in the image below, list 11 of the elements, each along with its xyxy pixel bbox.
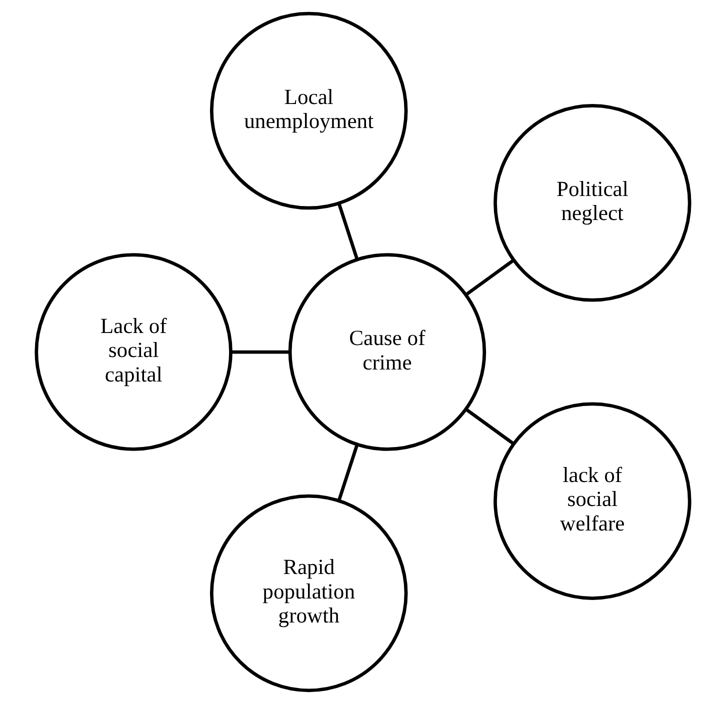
- connector: [464, 258, 514, 296]
- connector: [230, 350, 290, 354]
- connector: [336, 444, 358, 502]
- node-circle: Rapid population growth: [209, 494, 408, 692]
- node-circle: lack of social welfare: [493, 402, 691, 600]
- node-circle: Lack of social capital: [34, 253, 232, 451]
- connector: [336, 202, 358, 260]
- node-circle: Political neglect: [493, 104, 691, 302]
- node-circle: Local unemployment: [209, 12, 408, 210]
- connector: [464, 408, 514, 446]
- node-circle: Cause of crime: [288, 253, 486, 451]
